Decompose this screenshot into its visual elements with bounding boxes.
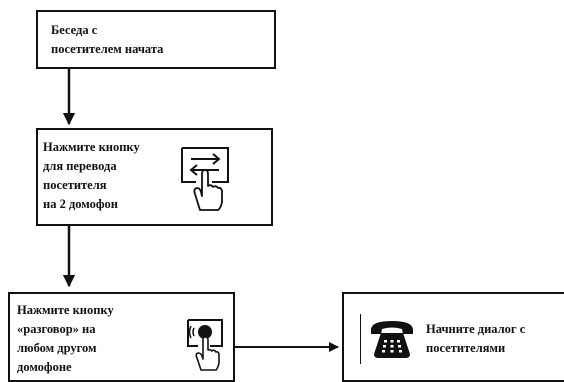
telephone-icon [371,321,413,358]
transfer-button-hand-icon [181,147,229,211]
step-box-conversation-started: Беседа с посетителем начата [36,10,276,69]
step-box-press-transfer-button: Нажмите кнопку для перевода посетителя н… [36,128,273,226]
step-text: Беседа с посетителем начата [51,23,164,56]
step-box-start-dialogue: Начните диалог с посетителями [342,292,564,382]
step-text: Нажмите кнопку для перевода посетителя н… [43,140,140,211]
step-text: Начните диалог с посетителями [426,322,526,355]
talk-button-hand-icon [187,319,223,371]
step-box-press-talk-button: Нажмите кнопку «разговор» на любом друго… [8,292,235,382]
icon-divider [360,314,361,364]
step-text: Нажмите кнопку «разговор» на любом друго… [17,303,114,374]
